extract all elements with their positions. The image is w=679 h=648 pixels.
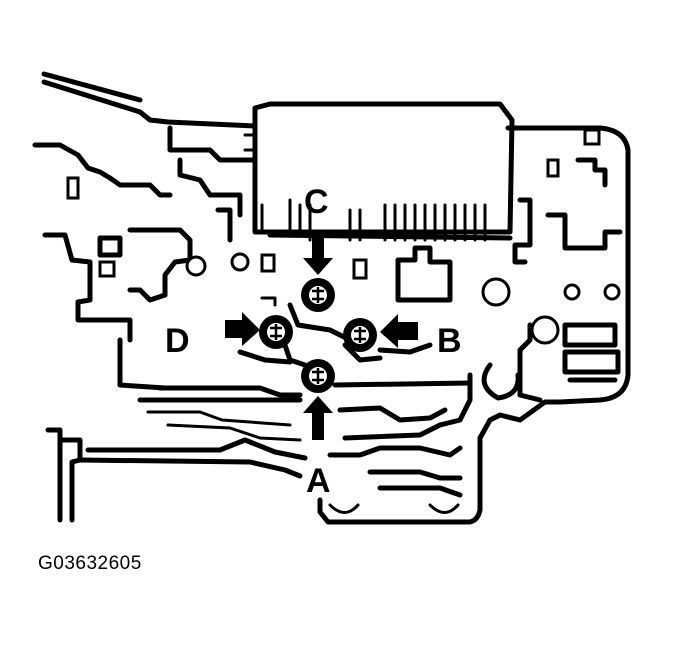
arrow-icon — [303, 396, 333, 440]
arrow-icon — [380, 314, 418, 348]
bolt-icon — [301, 278, 335, 312]
upper-left-strap — [41, 71, 258, 129]
arrow-icon — [225, 312, 260, 346]
housing-fins — [243, 133, 513, 242]
bolt-icon — [301, 359, 335, 393]
figure-id: G03632605 — [38, 553, 142, 574]
solenoid-housing — [243, 101, 515, 242]
bolt-icon — [259, 315, 293, 349]
callout-c: C — [304, 183, 329, 221]
callout-b: B — [437, 322, 462, 360]
arrow-icon — [303, 230, 333, 275]
bolt-icon — [343, 318, 377, 352]
internal-features — [66, 128, 623, 514]
callout-d: D — [165, 322, 190, 360]
valve-body-outline — [32, 125, 631, 525]
callout-a: A — [306, 462, 331, 500]
